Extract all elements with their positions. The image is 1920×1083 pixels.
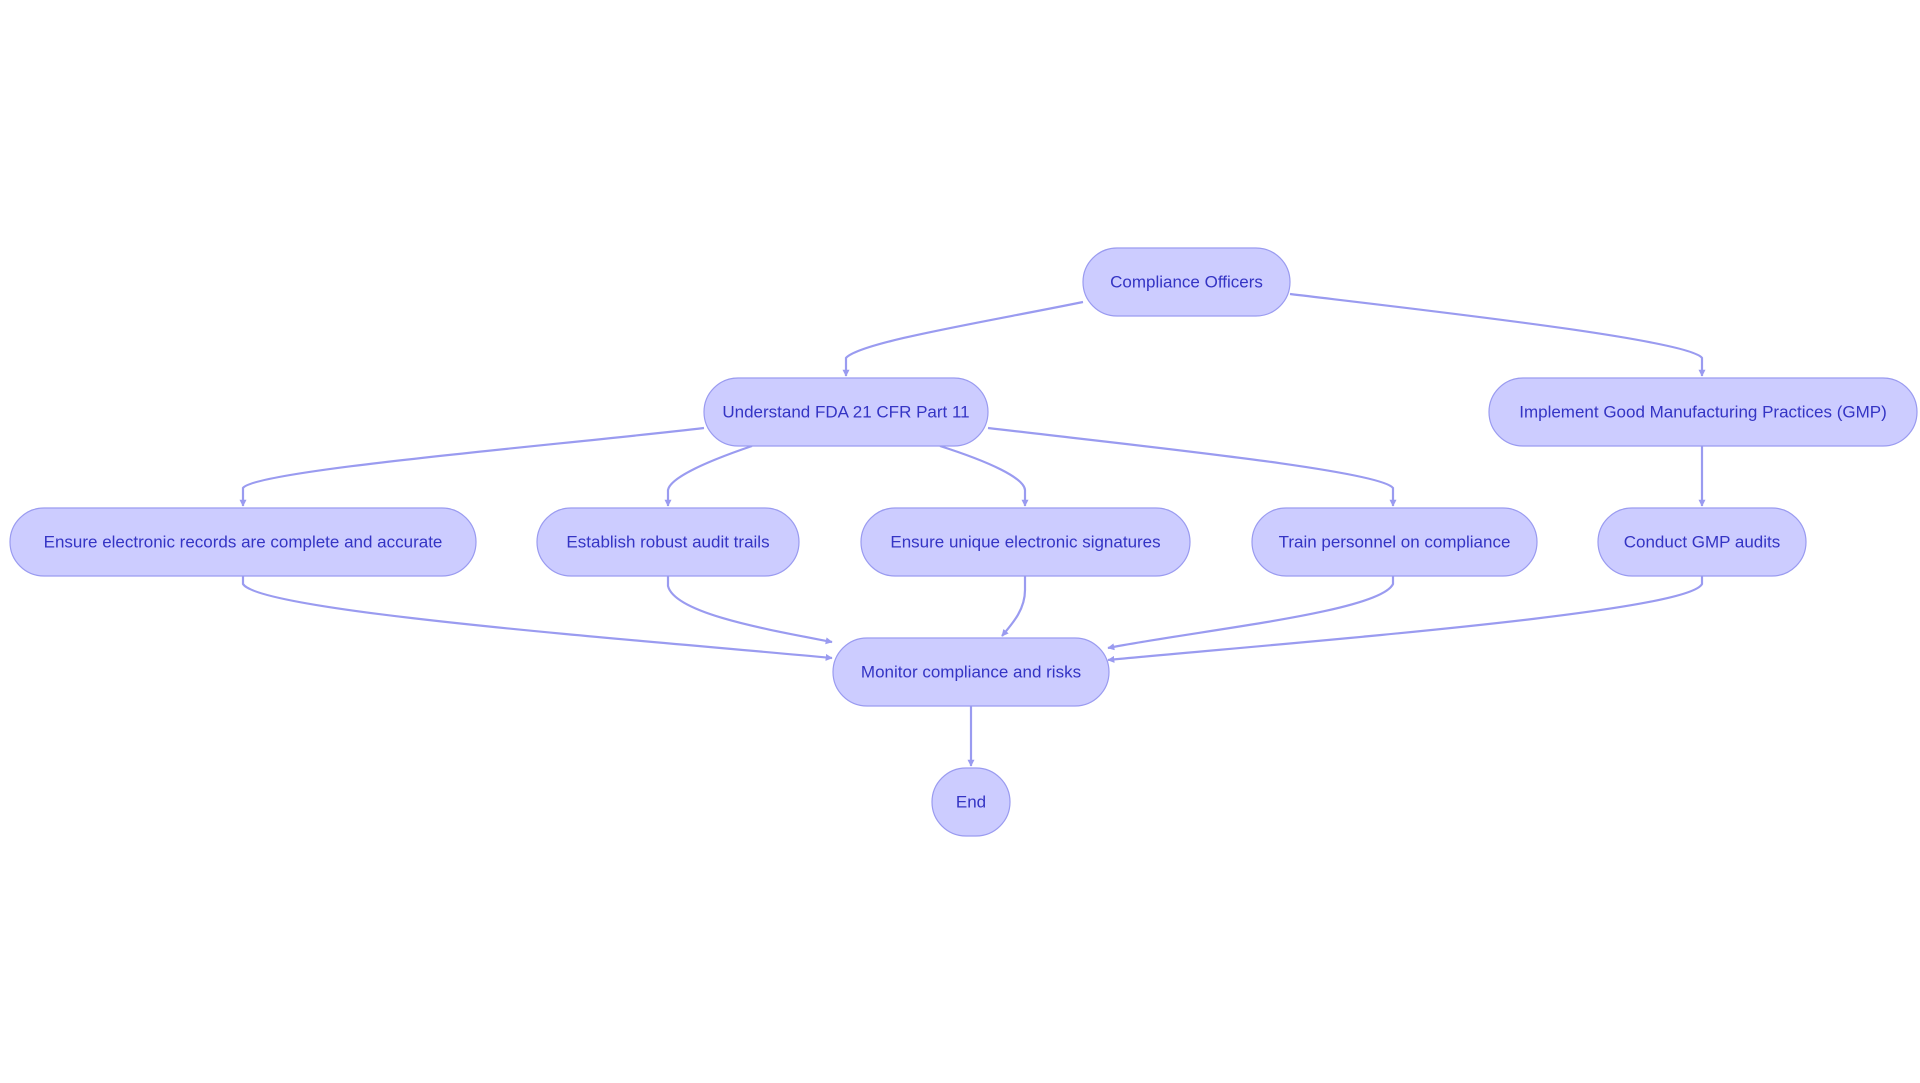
nodes: Compliance Officers Understand FDA 21 CF… xyxy=(9,247,1918,837)
node-gmp-audits-label: Conduct GMP audits xyxy=(1624,533,1781,552)
node-train-personnel-label: Train personnel on compliance xyxy=(1279,533,1511,552)
node-train-personnel[interactable]: Train personnel on compliance xyxy=(1251,507,1538,577)
node-compliance-officers[interactable]: Compliance Officers xyxy=(1082,247,1291,317)
node-audit-trails[interactable]: Establish robust audit trails xyxy=(536,507,800,577)
node-monitor[interactable]: Monitor compliance and risks xyxy=(832,637,1110,707)
node-end-label: End xyxy=(956,793,986,812)
edge-gmp-audits-to-monitor xyxy=(1107,576,1704,663)
node-ensure-records-label: Ensure electronic records are complete a… xyxy=(44,533,443,552)
node-end[interactable]: End xyxy=(931,767,1011,837)
edge-understand-fda-to-audit-trails xyxy=(664,444,753,507)
edge-compliance-officers-to-understand-fda xyxy=(842,300,1084,377)
node-monitor-label: Monitor compliance and risks xyxy=(861,663,1081,682)
node-unique-signatures[interactable]: Ensure unique electronic signatures xyxy=(860,507,1191,577)
node-implement-gmp-label: Implement Good Manufacturing Practices (… xyxy=(1519,403,1887,422)
edge-understand-fda-to-train-personnel xyxy=(987,426,1397,507)
node-unique-signatures-label: Ensure unique electronic signatures xyxy=(890,533,1160,552)
edge-train-personnel-to-monitor xyxy=(1107,576,1395,651)
edge-compliance-officers-to-implement-gmp xyxy=(1289,292,1706,377)
node-compliance-officers-label: Compliance Officers xyxy=(1110,273,1263,292)
node-gmp-audits[interactable]: Conduct GMP audits xyxy=(1597,507,1807,577)
edges xyxy=(239,292,1706,767)
edge-audit-trails-to-monitor xyxy=(666,576,833,645)
node-audit-trails-label: Establish robust audit trails xyxy=(566,533,769,552)
edge-understand-fda-to-ensure-records xyxy=(239,426,705,507)
node-ensure-records[interactable]: Ensure electronic records are complete a… xyxy=(9,507,477,577)
edge-understand-fda-to-unique-signatures xyxy=(939,444,1029,507)
node-implement-gmp[interactable]: Implement Good Manufacturing Practices (… xyxy=(1488,377,1918,447)
node-understand-fda[interactable]: Understand FDA 21 CFR Part 11 xyxy=(703,377,989,447)
edge-unique-signatures-to-monitor xyxy=(1001,576,1027,637)
node-understand-fda-label: Understand FDA 21 CFR Part 11 xyxy=(722,403,969,422)
edge-ensure-records-to-monitor xyxy=(241,576,833,661)
